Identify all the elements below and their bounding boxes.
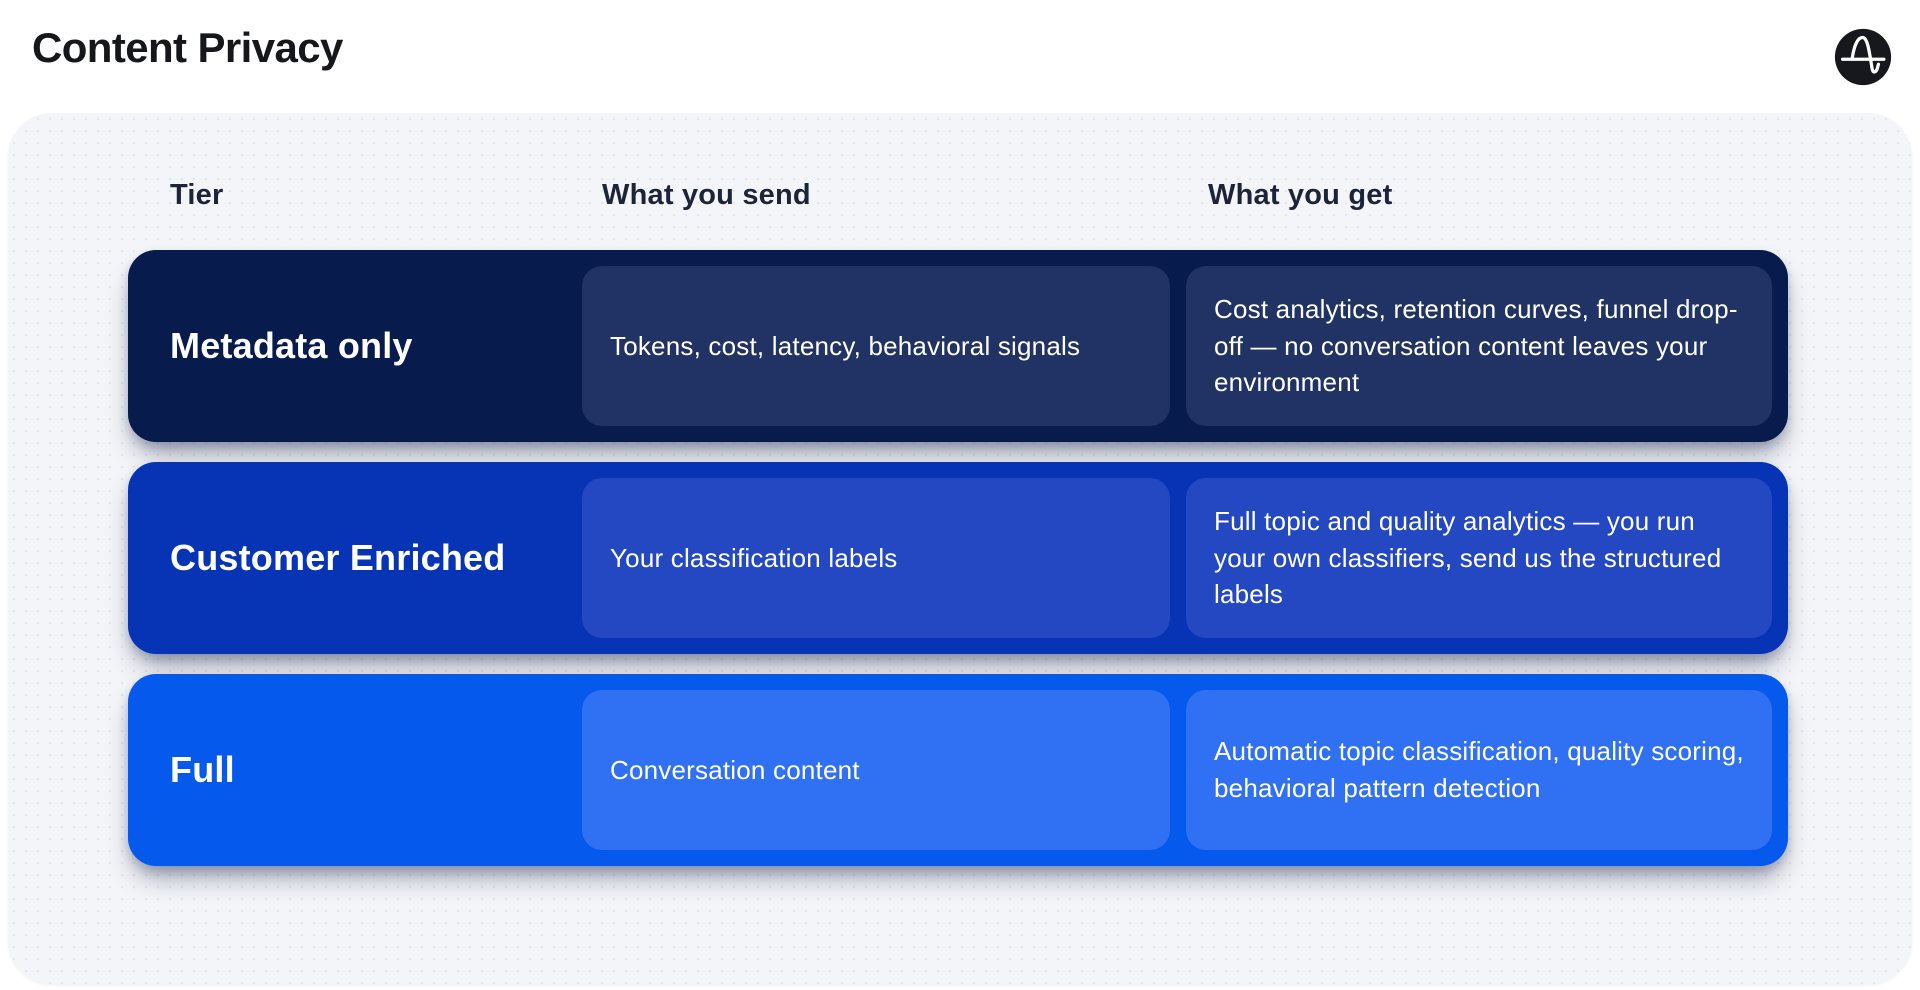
column-header-what-you-get: What you get [1208, 179, 1393, 211]
column-header-what-you-send: What you send [602, 179, 811, 211]
what-you-get-cell: Automatic topic classification, quality … [1186, 690, 1772, 850]
column-header-tier: Tier [170, 179, 224, 211]
what-you-get-cell: Cost analytics, retention curves, funnel… [1186, 266, 1772, 426]
what-you-send-cell: Your classification labels [582, 478, 1170, 638]
amplitude-logo [1834, 28, 1892, 86]
what-you-get-text: Cost analytics, retention curves, funnel… [1214, 293, 1738, 398]
tier-label: Full [170, 749, 235, 790]
tier-rows: Metadata only Tokens, cost, latency, beh… [128, 250, 1788, 866]
what-you-send-text: Tokens, cost, latency, behavioral signal… [610, 330, 1081, 361]
tier-label: Customer Enriched [170, 537, 506, 578]
what-you-send-text: Your classification labels [610, 542, 898, 573]
what-you-get-cell: Full topic and quality analytics — you r… [1186, 478, 1772, 638]
what-you-get-text: Full topic and quality analytics — you r… [1214, 505, 1722, 610]
amplitude-logo-icon [1834, 28, 1892, 86]
tier-row-metadata-only: Metadata only Tokens, cost, latency, beh… [128, 250, 1788, 442]
tier-label: Metadata only [170, 325, 413, 366]
what-you-send-cell: Conversation content [582, 690, 1170, 850]
privacy-tiers-panel: Tier What you send What you get Metadata… [8, 113, 1912, 985]
tier-row-full: Full Conversation content Automatic topi… [128, 674, 1788, 866]
what-you-get-text: Automatic topic classification, quality … [1214, 736, 1744, 803]
what-you-send-text: Conversation content [610, 754, 860, 785]
what-you-send-cell: Tokens, cost, latency, behavioral signal… [582, 266, 1170, 426]
page-title: Content Privacy [32, 24, 343, 71]
tier-row-customer-enriched: Customer Enriched Your classification la… [128, 462, 1788, 654]
